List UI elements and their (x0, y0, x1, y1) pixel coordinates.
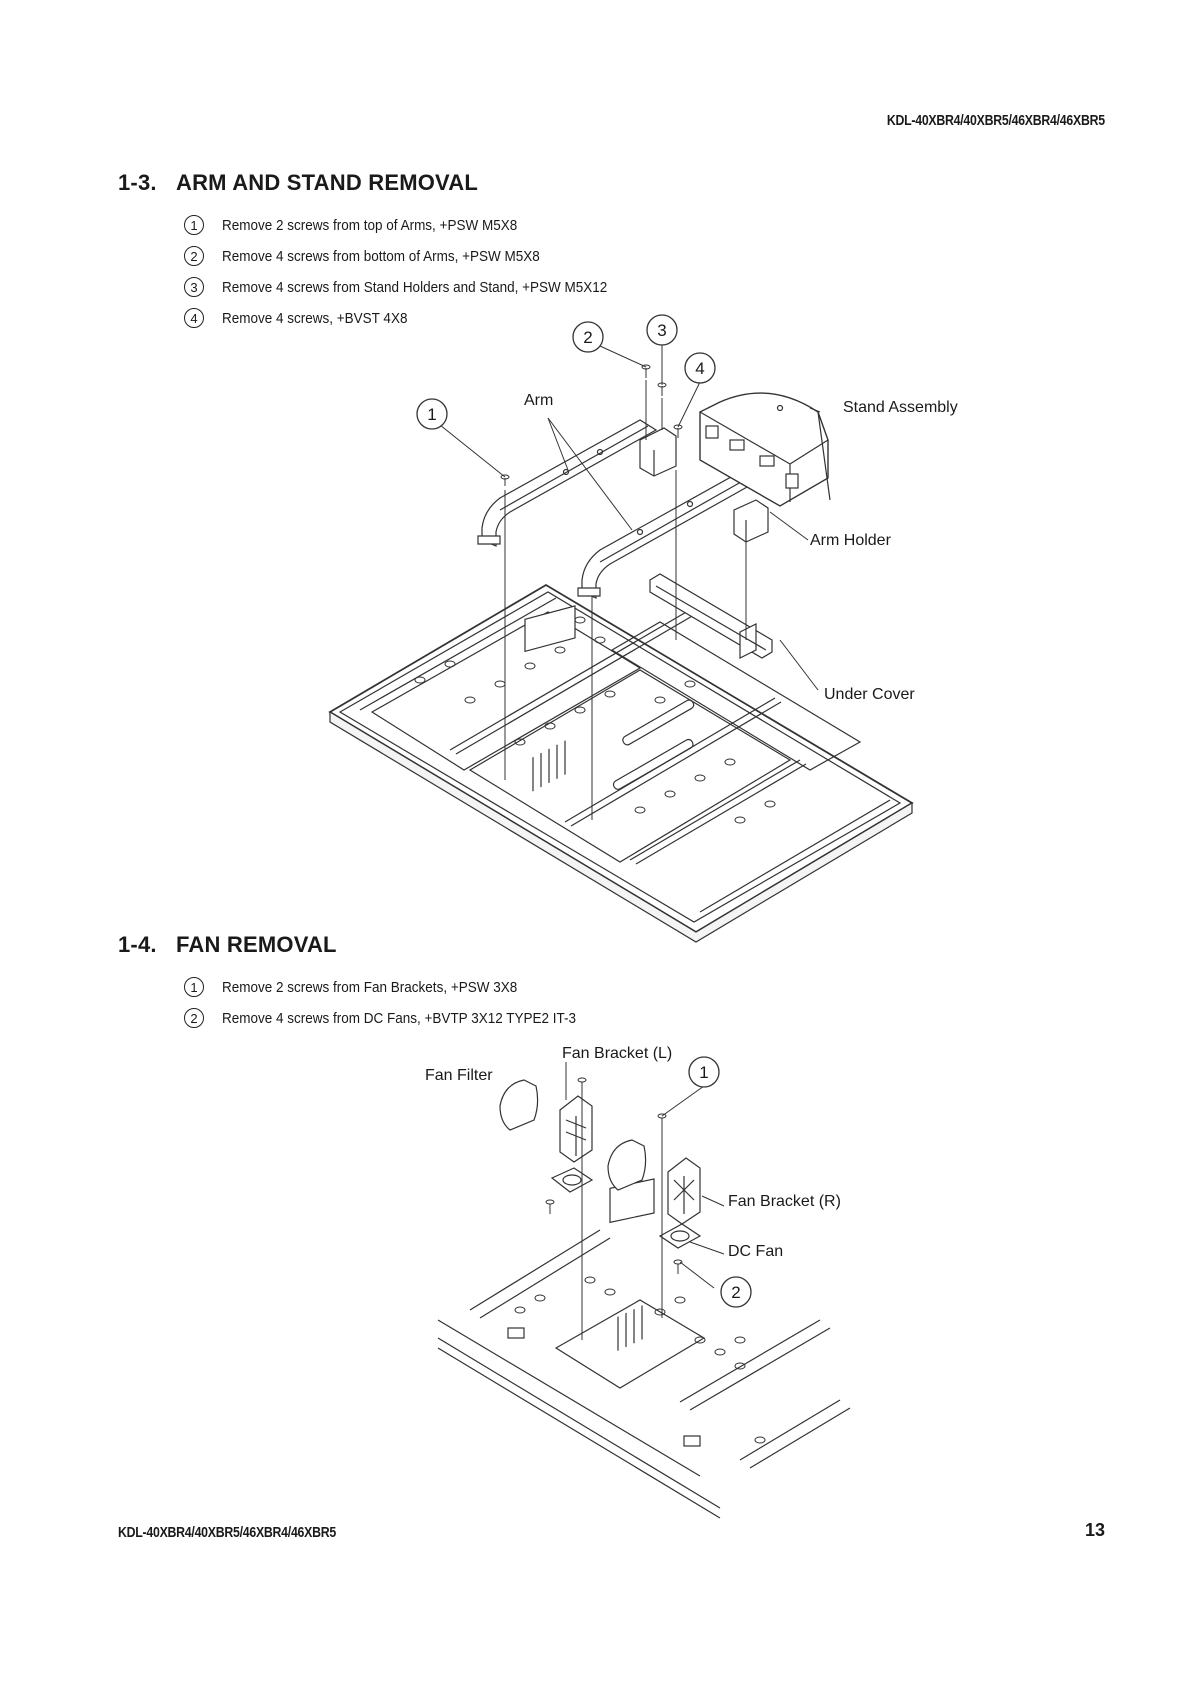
step-text: Remove 2 screws from top of Arms, +PSW M… (222, 216, 518, 234)
step-text: Remove 4 screws from Stand Holders and S… (222, 278, 608, 296)
fan-filter-right (607, 1139, 647, 1191)
step-text: Remove 4 screws, +BVST 4X8 (222, 309, 408, 327)
arm-holder-part (733, 499, 769, 543)
label-dc-fan: DC Fan (728, 1243, 783, 1260)
screws-and-guides (500, 364, 747, 820)
header-model: KDL-40XBR4/40XBR5/46XBR4/46XBR5 (887, 112, 1105, 129)
fan-callout-2: 2 (731, 1283, 740, 1302)
fan-filter-left (499, 1079, 539, 1131)
footer-model: KDL-40XBR4/40XBR5/46XBR4/46XBR5 (118, 1524, 336, 1541)
callout-2: 2 (583, 328, 592, 347)
section-number: 1-3. (118, 170, 157, 195)
step-number-circle: 2 (184, 246, 204, 266)
label-fan-bracket-l: Fan Bracket (L) (562, 1045, 672, 1062)
fan-callout-1: 1 (699, 1063, 708, 1082)
stand-holder (639, 427, 677, 477)
callout-4: 4 (695, 359, 704, 378)
step-text: Remove 4 screws from bottom of Arms, +PS… (222, 247, 540, 265)
fan-bracket-left (559, 1095, 593, 1163)
dc-fan-left (550, 1167, 594, 1193)
label-under-cover: Under Cover (824, 686, 915, 703)
page-number: 13 (1084, 1520, 1105, 1540)
step-number-circle: 1 (184, 977, 204, 997)
section-heading: FAN REMOVAL (176, 932, 337, 957)
label-fan-bracket-r: Fan Bracket (R) (728, 1193, 841, 1210)
stand-assembly-part (699, 392, 831, 507)
step-3: 3 Remove 4 screws from Stand Holders and… (184, 275, 650, 299)
fan-step-1: 1 Remove 2 screws from Fan Brackets, +PS… (184, 975, 550, 999)
under-cover-part (649, 573, 773, 659)
callout-1: 1 (427, 405, 436, 424)
dc-fan-right (658, 1223, 702, 1249)
step-number-circle: 3 (184, 277, 204, 297)
step-text: Remove 4 screws from DC Fans, +BVTP 3X12… (222, 1009, 577, 1027)
step-4: 4 Remove 4 screws, +BVST 4X8 (184, 306, 428, 330)
section-heading: ARM AND STAND REMOVAL (176, 170, 478, 195)
label-fan-filter: Fan Filter (425, 1067, 493, 1084)
section-number: 1-4. (118, 932, 157, 957)
callout-3: 3 (657, 321, 666, 340)
arm-left (477, 419, 658, 547)
label-arm: Arm (524, 392, 553, 409)
tv-back-panel (328, 583, 914, 943)
section-title-arm-stand-removal: 1-3. ARM AND STAND REMOVAL (118, 170, 478, 196)
step-number-circle: 1 (184, 215, 204, 235)
chassis-section (437, 1178, 851, 1519)
label-stand-assembly: Stand Assembly (843, 399, 958, 416)
heatsink (524, 605, 576, 792)
arm-stand-diagram: 1 2 3 4 Arm Stand Assembly Arm Holder Un… (328, 314, 958, 943)
step-2: 2 Remove 4 screws from bottom of Arms, +… (184, 244, 575, 268)
fan-diagram: 1 2 Fan Filter Fan Bracket (L) Fan Brack… (425, 1045, 851, 1519)
callouts (416, 314, 716, 430)
step-number-circle: 4 (184, 308, 204, 328)
label-arm-holder: Arm Holder (810, 532, 892, 549)
fan-bracket-right (667, 1157, 701, 1225)
step-text: Remove 2 screws from Fan Brackets, +PSW … (222, 978, 518, 996)
step-1: 1 Remove 2 screws from top of Arms, +PSW… (184, 213, 550, 237)
section-title-fan-removal: 1-4. FAN REMOVAL (118, 932, 337, 958)
step-number-circle: 2 (184, 1008, 204, 1028)
leader-lines (439, 344, 821, 691)
fan-step-2: 2 Remove 4 screws from DC Fans, +BVTP 3X… (184, 1006, 615, 1030)
